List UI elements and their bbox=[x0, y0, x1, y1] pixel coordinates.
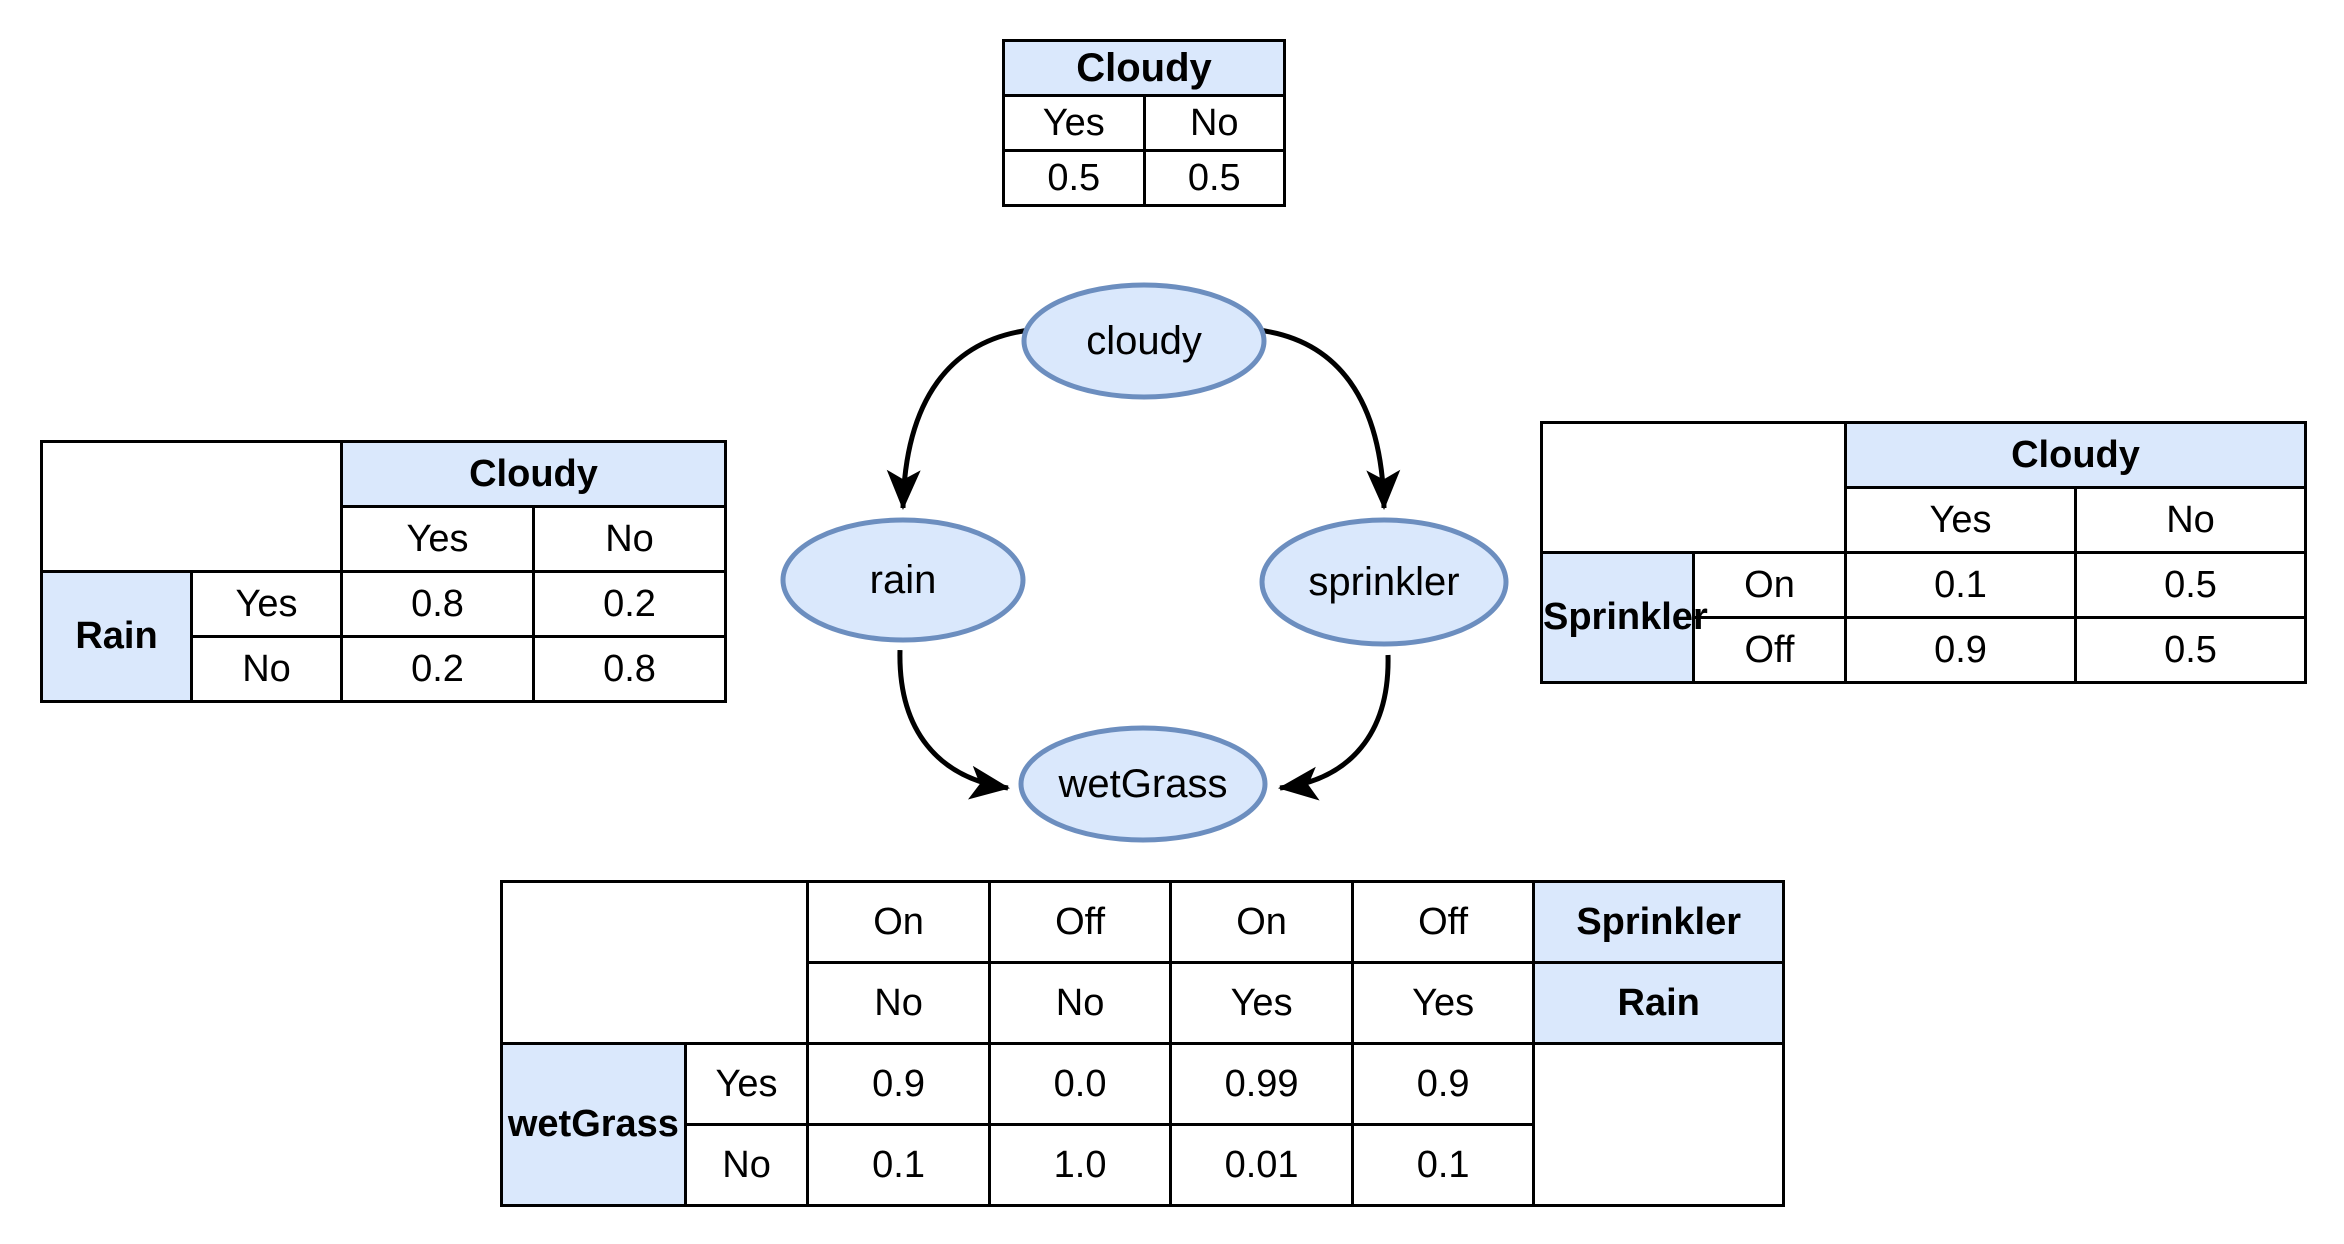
rain-value-no-no: 0.8 bbox=[532, 635, 727, 703]
cloudy-title-cell: Cloudy bbox=[1002, 39, 1286, 97]
wetgrass-corner-blank-2 bbox=[685, 880, 808, 1044]
sprinkler-parent-state-yes: Yes bbox=[1844, 486, 2077, 554]
sprinkler-corner-blank bbox=[1540, 421, 1694, 553]
wetgrass-parent-label-rain: Rain bbox=[1532, 961, 1785, 1045]
node-label-wetgrass: wetGrass bbox=[1058, 761, 1228, 806]
wetgrass-value-yes-4: 0.9 bbox=[1350, 1042, 1536, 1126]
node-label-rain: rain bbox=[869, 557, 937, 602]
cloudy-value-no: 0.5 bbox=[1142, 149, 1286, 207]
table-row: Yes No bbox=[1002, 94, 1286, 152]
sprinkler-row-state-off: Off bbox=[1692, 616, 1847, 684]
table-row: No No Yes Yes Rain bbox=[502, 961, 1785, 1045]
wetgrass-value-no-4: 0.1 bbox=[1350, 1123, 1536, 1207]
cpt-table-wetgrass: On Off On Off Sprinkler No No Yes Yes Ra… bbox=[500, 880, 1785, 1207]
sprinkler-value-off-no: 0.5 bbox=[2074, 616, 2307, 684]
rain-row-title: Rain bbox=[40, 570, 193, 703]
cloudy-state-no: No bbox=[1142, 94, 1286, 152]
rain-parent-state-no: No bbox=[532, 505, 727, 573]
table-row: Yes No bbox=[1542, 486, 2307, 554]
rain-blank-2 bbox=[192, 507, 342, 572]
wetgrass-sprinkler-state-4: Off bbox=[1350, 880, 1536, 964]
wetgrass-sprinkler-state-1: On bbox=[806, 880, 991, 964]
wetgrass-parent-label-sprinkler: Sprinkler bbox=[1532, 880, 1785, 964]
node-label-sprinkler: sprinkler bbox=[1308, 559, 1460, 604]
sprinkler-corner-blank-2 bbox=[1693, 421, 1846, 488]
edge-sprinkler-wetgrass bbox=[1278, 654, 1391, 801]
sprinkler-row-title: Sprinkler bbox=[1540, 551, 1708, 684]
sprinkler-parent-title: Cloudy bbox=[1844, 421, 2307, 489]
wetgrass-row-title: wetGrass bbox=[500, 1042, 687, 1207]
table-row: Sprinkler On 0.1 0.5 bbox=[1540, 551, 2307, 684]
sprinkler-value-on-yes: 0.1 bbox=[1844, 551, 2077, 619]
cloudy-state-yes: Yes bbox=[1002, 94, 1146, 152]
rain-row-state-no: No bbox=[190, 635, 343, 703]
node-cloudy[interactable] bbox=[1021, 282, 1267, 400]
table-row: No 0.1 1.0 0.01 0.1 bbox=[502, 1123, 1784, 1207]
table-row: Off 0.9 0.5 bbox=[1542, 616, 2307, 684]
cpt-table-rain: Cloudy Yes No Rain Yes 0.8 0.2 No 0.2 0.… bbox=[40, 440, 727, 703]
table-row: On Off On Off Sprinkler bbox=[500, 880, 1785, 1044]
sprinkler-parent-state-no: No bbox=[2074, 486, 2307, 554]
rain-value-yes-yes: 0.8 bbox=[340, 570, 535, 638]
wetgrass-value-no-2: 1.0 bbox=[987, 1123, 1173, 1207]
rain-parent-state-yes: Yes bbox=[340, 505, 535, 573]
cpt-table-sprinkler: Cloudy Yes No Sprinkler On 0.1 0.5 Off 0… bbox=[1540, 421, 2307, 684]
table-row: 0.5 0.5 bbox=[1002, 149, 1286, 207]
edge-rain-wetgrass bbox=[897, 649, 1010, 800]
wetgrass-value-no-3: 0.01 bbox=[1169, 1123, 1354, 1207]
table-row: No 0.2 0.8 bbox=[42, 635, 727, 703]
table-row: Cloudy bbox=[40, 440, 727, 572]
node-sprinkler[interactable] bbox=[1259, 517, 1509, 647]
wetgrass-corner-blank bbox=[500, 880, 686, 1044]
node-rain[interactable] bbox=[780, 517, 1026, 643]
rain-corner-blank-2 bbox=[191, 440, 342, 507]
wetgrass-empty-cell bbox=[1532, 1042, 1785, 1207]
rain-corner-blank bbox=[40, 440, 192, 572]
cpt-table-cloudy: Cloudy Yes No 0.5 0.5 bbox=[1002, 39, 1286, 207]
table-row: Cloudy bbox=[1002, 39, 1286, 97]
wetgrass-value-yes-2: 0.0 bbox=[987, 1042, 1173, 1126]
edge-cloudy-rain bbox=[886, 327, 1031, 510]
sprinkler-value-off-yes: 0.9 bbox=[1844, 616, 2077, 684]
wetgrass-rain-state-2: No bbox=[987, 961, 1173, 1045]
wetgrass-value-yes-1: 0.9 bbox=[806, 1042, 991, 1126]
table-row: wetGrass Yes 0.9 0.0 0.99 0.9 bbox=[500, 1042, 1785, 1207]
rain-value-no-yes: 0.2 bbox=[340, 635, 535, 703]
rain-value-yes-no: 0.2 bbox=[532, 570, 727, 638]
wetgrass-rain-state-1: No bbox=[806, 961, 991, 1045]
wetgrass-row-state-yes: Yes bbox=[683, 1042, 810, 1126]
sprinkler-value-on-no: 0.5 bbox=[2074, 551, 2307, 619]
node-wetgrass[interactable] bbox=[1018, 725, 1268, 843]
wetgrass-value-yes-3: 0.99 bbox=[1169, 1042, 1354, 1126]
wetgrass-rain-state-4: Yes bbox=[1350, 961, 1536, 1045]
wetgrass-value-no-1: 0.1 bbox=[806, 1123, 991, 1207]
rain-row-state-yes: Yes bbox=[190, 570, 343, 638]
wetgrass-rain-state-3: Yes bbox=[1169, 961, 1354, 1045]
rain-parent-title: Cloudy bbox=[340, 440, 727, 508]
wetgrass-sprinkler-state-2: Off bbox=[987, 880, 1173, 964]
sprinkler-row-state-on: On bbox=[1692, 551, 1847, 619]
table-row: Rain Yes 0.8 0.2 bbox=[40, 570, 727, 703]
cloudy-value-yes: 0.5 bbox=[1002, 149, 1146, 207]
wetgrass-sprinkler-state-3: On bbox=[1169, 880, 1354, 964]
node-label-cloudy: cloudy bbox=[1086, 318, 1202, 363]
wetgrass-row-state-no: No bbox=[683, 1123, 810, 1207]
sprinkler-blank-2 bbox=[1694, 488, 1846, 553]
edge-cloudy-sprinkler bbox=[1257, 327, 1401, 510]
table-row: Cloudy bbox=[1540, 421, 2307, 553]
table-row: Yes No bbox=[42, 505, 727, 573]
